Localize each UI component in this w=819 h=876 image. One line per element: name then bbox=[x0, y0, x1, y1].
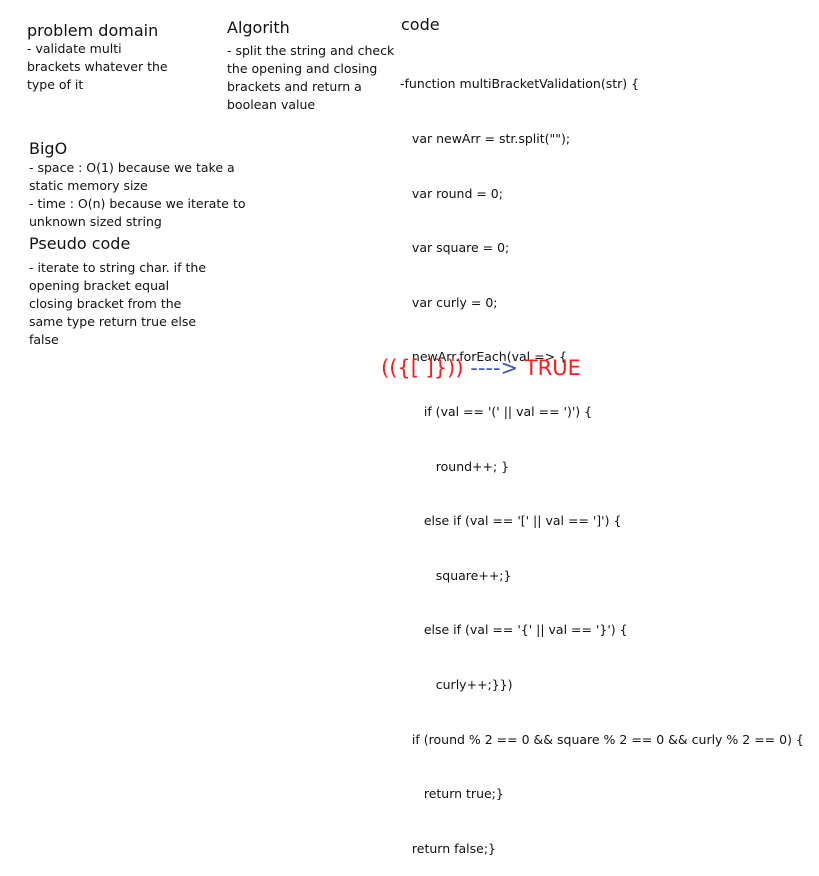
problem-domain-heading: problem domain bbox=[27, 21, 159, 40]
code-line: var round = 0; bbox=[400, 185, 503, 201]
code-line: var curly = 0; bbox=[400, 294, 498, 310]
code-line: if (val == '(' || val == ')') { bbox=[400, 403, 593, 419]
example-true-label: TRUE bbox=[524, 356, 581, 380]
code-line: -function multiBracketValidation(str) { bbox=[400, 76, 640, 92]
pseudo-line: - iterate to string char. if the bbox=[29, 260, 207, 275]
algorithm-line: - split the string and check bbox=[227, 43, 395, 58]
code-block: -function multiBracketValidation(str) { … bbox=[400, 39, 804, 876]
bigo-heading: BigO bbox=[29, 139, 68, 158]
code-line: round++; } bbox=[400, 458, 510, 474]
problem-line: type of it bbox=[27, 77, 84, 92]
bigo-line: - time : O(n) because we iterate to bbox=[29, 196, 246, 211]
problem-line: brackets whatever the bbox=[27, 59, 168, 74]
pseudo-line: closing bracket from the bbox=[29, 296, 182, 311]
code-line: return true;} bbox=[400, 786, 504, 802]
example-arrow: ----> bbox=[463, 356, 525, 380]
code-line: var newArr = str.split(""); bbox=[400, 131, 571, 146]
algorithm-text: - split the string and check the opening… bbox=[227, 42, 394, 114]
problem-line: - validate multi bbox=[27, 41, 122, 56]
pseudo-code-text: - iterate to string char. if the opening… bbox=[29, 259, 206, 349]
algorithm-line: the opening and closing bbox=[227, 61, 378, 76]
algorithm-line: boolean value bbox=[227, 97, 316, 112]
code-line: curly++;}}) bbox=[400, 676, 513, 692]
code-line: if (round % 2 == 0 && square % 2 == 0 &&… bbox=[400, 731, 804, 747]
algorithm-heading: Algorith bbox=[227, 18, 290, 37]
bigo-line: unknown sized string bbox=[29, 214, 162, 229]
example-brackets: (({[ ]})) bbox=[381, 356, 464, 380]
code-line: var square = 0; bbox=[400, 240, 510, 256]
bigo-text: - space : O(1) because we take a static … bbox=[29, 159, 246, 231]
pseudo-code-heading: Pseudo code bbox=[29, 234, 131, 253]
code-line: else if (val == '{' || val == '}') { bbox=[400, 622, 628, 638]
code-line: newArr.forEach(val => { bbox=[400, 349, 567, 365]
problem-domain-text: - validate multi brackets whatever the t… bbox=[27, 40, 168, 94]
example-result: (({[ ]})) ----> TRUE bbox=[381, 354, 581, 382]
code-line: return false;} bbox=[400, 840, 497, 856]
bigo-line: - space : O(1) because we take a bbox=[29, 160, 235, 175]
algorithm-line: brackets and return a bbox=[227, 79, 362, 94]
code-line: else if (val == '[' || val == ']') { bbox=[400, 513, 622, 529]
pseudo-line: same type return true else bbox=[29, 314, 197, 329]
pseudo-line: false bbox=[29, 332, 59, 347]
code-line: square++;} bbox=[400, 567, 512, 583]
bigo-line: static memory size bbox=[29, 178, 148, 193]
code-heading: code bbox=[401, 15, 440, 34]
pseudo-line: opening bracket equal bbox=[29, 278, 170, 293]
